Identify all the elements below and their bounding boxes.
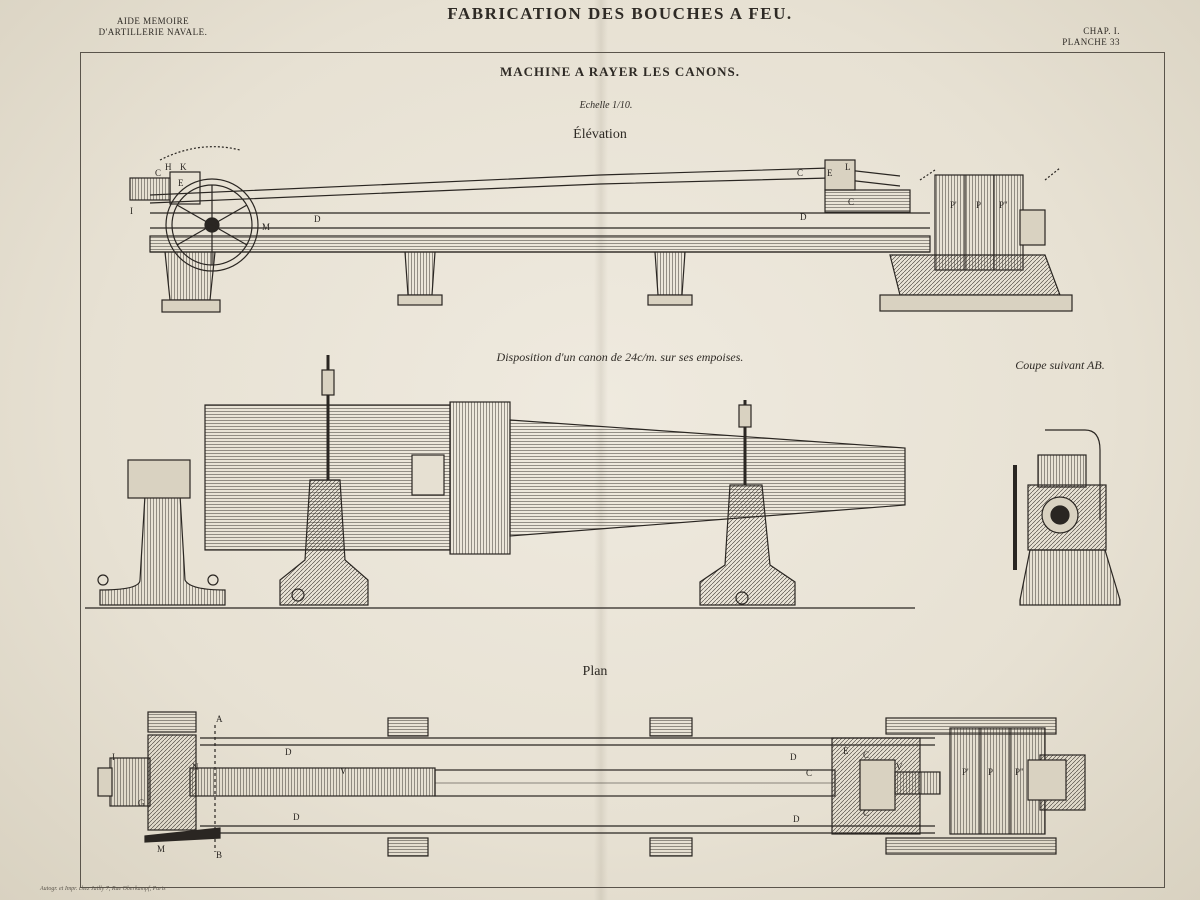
cannon-view [85,355,1121,609]
plan-headstock [97,734,197,831]
chapter-line: CHAP. I. [1083,26,1120,36]
machine-title: MACHINE A RAYER LES CANONS. [500,64,740,79]
bed-leg-2 [404,251,436,296]
label-p-plan: P [988,767,993,777]
label-c-plan-2: C [863,750,869,760]
printer-imprint: Autogr. et Impr. chez Jailly 7, Rue Ober… [40,886,166,892]
label-d-elev-1: D [314,214,321,224]
chapter-label: CHAP. I. PLANCHE 33 [1040,26,1120,48]
plan-lever [144,827,221,843]
label-e-plan: E [843,746,849,756]
boring-bar-bottom [149,177,901,204]
elevation-heading: Élévation [573,127,627,142]
bed-leg-3 [654,251,686,296]
plan-heading: Plan [582,664,608,679]
support-stand-1 [279,355,369,606]
label-p1-elev: P' [950,200,957,210]
bearing-stand-left [99,494,226,606]
label-g: G [138,798,145,808]
label-p2-plan: P" [1015,767,1024,777]
headstock [129,177,171,201]
label-e-left: E [178,178,184,188]
bearing-cap-left [127,459,191,499]
dial-arc [159,146,241,161]
plate-number: PLANCHE 33 [1062,37,1120,47]
label-d-plan-1: D [285,747,292,757]
plate-title: FABRICATION DES BOUCHES A FEU. [447,4,793,23]
plate-border [80,52,1165,888]
handwheel [165,178,259,272]
label-c-plan-3: C [863,808,869,818]
label-h: H [165,162,172,172]
label-m-plan: M [157,844,165,854]
label-v-plan-1: V [340,766,347,776]
plan-view [97,711,1086,857]
series-label-line2: D'ARTILLERIE NAVALE. [98,27,208,37]
label-c-carriage: C [848,197,854,207]
label-l: L [845,162,851,172]
label-k: K [180,162,187,172]
bed-frame [149,235,931,253]
label-v-plan-2: V [896,762,903,772]
label-m-elev: M [262,222,270,232]
label-p2-elev: P" [999,200,1008,210]
label-c-left: C [155,168,161,178]
plan-pulleys [949,727,1086,835]
label-d-elev-2: D [800,212,807,222]
series-label: AIDE MEMOIRE D'ARTILLERIE NAVALE. [98,16,208,38]
label-e-elev: E [827,168,833,178]
label-p1-plan: P' [962,767,969,777]
label-i-plan: I [112,752,115,762]
plan-carriage [831,737,941,835]
label-d-plan-3: D [790,752,797,762]
carriage [824,159,856,191]
boring-bar-top [149,167,901,196]
scale-label: Echelle 1/10. [579,100,633,111]
label-a: A [216,714,223,724]
elevation-view [129,146,1073,313]
label-c-plan: C [806,768,812,778]
part-labels: C H K E I M D D C E L C P' P P" A B I N … [112,162,1024,860]
section-ab-view [1013,429,1121,606]
drive-base [889,254,1061,296]
section-heading: Coupe suivant AB. [1015,358,1105,372]
drive-pulleys [934,174,1046,271]
series-label-line1: AIDE MEMOIRE [116,16,190,26]
bed-leg-1 [164,251,216,301]
label-b: B [216,850,222,860]
label-d-plan-4: D [793,814,800,824]
trunnion [411,454,445,496]
disposition-heading: Disposition d'un canon de 24c/m. sur ses… [496,350,744,364]
label-n: N [192,762,199,772]
label-p-elev: P [976,200,981,210]
label-i-elev: I [130,206,133,216]
support-stand-2 [699,400,796,606]
label-c-elev: C [797,168,803,178]
lead-screw [189,767,436,797]
label-d-plan-2: D [293,812,300,822]
